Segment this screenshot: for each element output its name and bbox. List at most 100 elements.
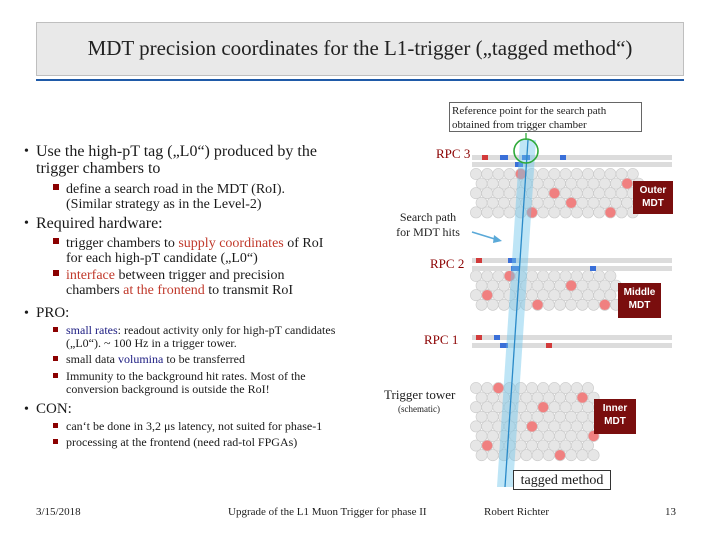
drift-tube bbox=[570, 401, 583, 414]
drift-tube bbox=[582, 401, 594, 414]
drift-tube bbox=[526, 270, 538, 282]
drift-tube bbox=[570, 168, 583, 180]
drift-tube bbox=[582, 420, 594, 433]
drift-tube bbox=[565, 410, 578, 423]
drift-tube bbox=[570, 270, 583, 282]
bullet-text-1: Use the high-pT tag („L0“) produced by t… bbox=[36, 143, 317, 160]
drift-tube bbox=[470, 168, 482, 180]
sub-text-supply-2: for each high-pT candidate („L0“) bbox=[66, 251, 258, 266]
rpc3-label: RPC 3 bbox=[436, 146, 471, 161]
square-bullet bbox=[53, 270, 59, 276]
drift-tube bbox=[598, 177, 611, 190]
drift-tube bbox=[576, 196, 589, 209]
tube-hit bbox=[554, 450, 566, 461]
drift-tube bbox=[587, 279, 600, 292]
drift-tube bbox=[537, 270, 550, 282]
inner-mdt-tag: Inner MDT bbox=[594, 399, 636, 434]
square-bullet bbox=[53, 356, 58, 361]
pro-item-small-data: small data volumina to be transferred bbox=[53, 353, 245, 366]
drift-tube bbox=[570, 439, 583, 452]
pro-text-immunity-2: conversion background is outside the RoI… bbox=[66, 382, 270, 396]
outer-mdt-tubes bbox=[470, 168, 645, 219]
drift-tube bbox=[542, 410, 555, 423]
drift-tube bbox=[503, 206, 516, 219]
drift-tube bbox=[604, 270, 617, 282]
sub-text-interface: interface between trigger and precision bbox=[66, 268, 285, 283]
tube-hit bbox=[482, 290, 493, 301]
drift-tube bbox=[481, 401, 494, 414]
drift-tube bbox=[593, 270, 606, 282]
bullet-required-hardware: • Required hardware: bbox=[24, 215, 163, 232]
drift-tube bbox=[610, 196, 622, 209]
drift-tube bbox=[554, 196, 566, 209]
drift-tube bbox=[559, 401, 572, 414]
search-path-arrow bbox=[471, 231, 502, 243]
footer-date: 3/15/2018 bbox=[36, 506, 81, 518]
tagged-method-box: tagged method bbox=[513, 470, 611, 490]
pro-text-immunity: Immunity to the background hit rates. Mo… bbox=[66, 369, 306, 383]
search-path-l2: for MDT hits bbox=[396, 225, 460, 239]
bullet-dot: • bbox=[24, 402, 29, 417]
sub-text-road-2: (Similar strategy as in the Level-2) bbox=[66, 197, 262, 212]
drift-tube bbox=[576, 177, 589, 190]
drift-tube bbox=[559, 187, 572, 200]
drift-tube bbox=[514, 439, 527, 452]
drift-tube bbox=[481, 187, 494, 200]
square-bullet bbox=[53, 373, 58, 378]
bullet-text-con: CON: bbox=[36, 401, 72, 417]
drift-tube bbox=[481, 420, 494, 433]
middle-mdt-tag: Middle MDT bbox=[618, 283, 661, 318]
drift-tube bbox=[481, 382, 494, 394]
drift-tube bbox=[470, 420, 482, 433]
middle-mdt-l2: MDT bbox=[628, 300, 651, 311]
drift-tube bbox=[537, 420, 550, 433]
drift-tube bbox=[475, 410, 488, 423]
drift-tube bbox=[475, 177, 488, 190]
drift-tube bbox=[570, 382, 583, 394]
drift-tube bbox=[486, 430, 499, 442]
tube-hit bbox=[515, 168, 526, 180]
drift-tube bbox=[503, 187, 516, 200]
drift-tube bbox=[542, 298, 555, 311]
outer-mdt-tag: Outer MDT bbox=[633, 181, 673, 214]
drift-tube bbox=[626, 168, 639, 180]
drift-tube bbox=[565, 449, 578, 462]
drift-tube bbox=[537, 206, 550, 219]
sub-bullet-trigger-chambers: trigger chambers to supply coordinates o… bbox=[53, 236, 324, 266]
page-title: MDT precision coordinates for the L1-tri… bbox=[87, 36, 633, 60]
drift-tube bbox=[554, 298, 566, 311]
tube-hit bbox=[566, 280, 577, 291]
inner-mdt-l1: Inner bbox=[602, 403, 628, 414]
middle-mdt-l1: Middle bbox=[623, 287, 656, 298]
drift-tube bbox=[486, 449, 499, 462]
tube-hit bbox=[566, 197, 577, 208]
rpc3-strip bbox=[472, 155, 672, 167]
drift-tube bbox=[576, 279, 589, 292]
square-bullet bbox=[53, 423, 58, 428]
drift-tube bbox=[559, 439, 572, 452]
drift-tube bbox=[570, 206, 583, 219]
sub-bullet-interface: interface between trigger and precision … bbox=[53, 268, 293, 298]
drift-tube bbox=[559, 420, 572, 433]
tube-hit bbox=[549, 188, 560, 199]
drift-tube bbox=[548, 289, 561, 302]
tube-hit bbox=[605, 207, 616, 218]
ref-box-line1: Reference point for the search path bbox=[452, 105, 607, 117]
drift-tube bbox=[520, 410, 533, 423]
drift-tube bbox=[554, 391, 566, 404]
drift-tube bbox=[582, 168, 594, 180]
drift-tube bbox=[565, 430, 578, 442]
drift-tube bbox=[470, 187, 482, 200]
inner-mdt-tubes bbox=[470, 382, 600, 462]
drift-tube bbox=[526, 401, 538, 414]
drift-tube bbox=[481, 168, 494, 180]
con-text-latency: can‘t be done in 3,2 μs latency, not sui… bbox=[66, 419, 323, 433]
rpc1-label: RPC 1 bbox=[424, 332, 459, 347]
con-text-processing: processing at the frontend (need rad-tol… bbox=[66, 435, 298, 449]
drift-tube bbox=[537, 289, 550, 302]
pro-text-rates: small rates: readout activity only for h… bbox=[66, 323, 336, 337]
drift-tube bbox=[542, 196, 555, 209]
drift-tube bbox=[582, 382, 594, 394]
sub-text-supply: trigger chambers to supply coordinates o… bbox=[66, 236, 324, 251]
